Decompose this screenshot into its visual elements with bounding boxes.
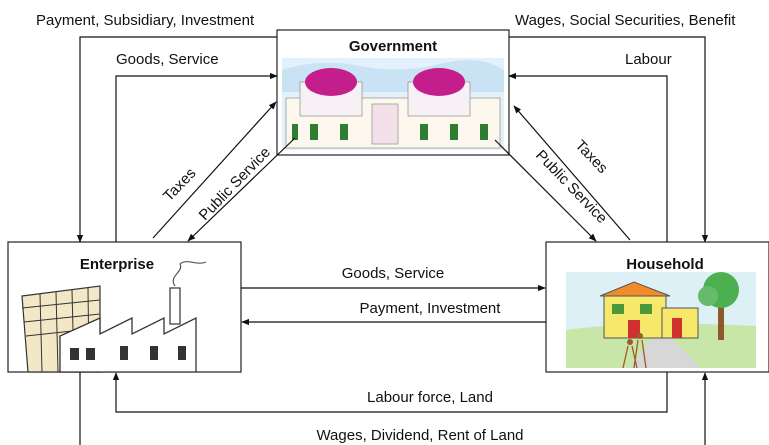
label-payment-subsidiary-investment: Payment, Subsidiary, Investment xyxy=(36,12,255,29)
label-labour-force-land: Labour force, Land xyxy=(367,389,493,406)
label-payment-investment: Payment, Investment xyxy=(360,300,502,317)
government-node: Government xyxy=(276,29,510,156)
house-illustration xyxy=(566,272,756,369)
arrow-labour-force-land xyxy=(112,372,668,413)
arrow-wages-social-securities xyxy=(509,36,709,243)
arrow-public-service-household xyxy=(494,139,597,242)
label-public-service-enterprise: Public Service xyxy=(196,144,274,224)
household-node: Household xyxy=(545,241,769,373)
government-illustration xyxy=(282,58,504,150)
household-title: Household xyxy=(626,256,704,273)
factory-illustration xyxy=(21,261,207,373)
label-goods-service-to-government: Goods, Service xyxy=(116,51,219,68)
arrow-payment-subsidiary-investment xyxy=(76,36,277,243)
arrow-taxes-enterprise xyxy=(152,101,277,239)
arrow-labour xyxy=(508,72,668,242)
label-wages-social-securities: Wages, Social Securities, Benefit xyxy=(515,12,736,29)
enterprise-node: Enterprise xyxy=(7,241,242,373)
enterprise-title: Enterprise xyxy=(80,256,154,273)
arrow-public-service-enterprise xyxy=(187,137,296,242)
government-title: Government xyxy=(349,38,437,55)
label-taxes-enterprise: Taxes xyxy=(160,165,199,205)
label-labour: Labour xyxy=(625,51,672,68)
label-wages-dividend-rent: Wages, Dividend, Rent of Land xyxy=(316,427,523,444)
arrow-goods-service-to-government xyxy=(115,72,278,242)
arrow-taxes-household xyxy=(513,105,631,241)
label-goods-service-to-household: Goods, Service xyxy=(342,265,445,282)
label-taxes-household: Taxes xyxy=(572,137,611,177)
